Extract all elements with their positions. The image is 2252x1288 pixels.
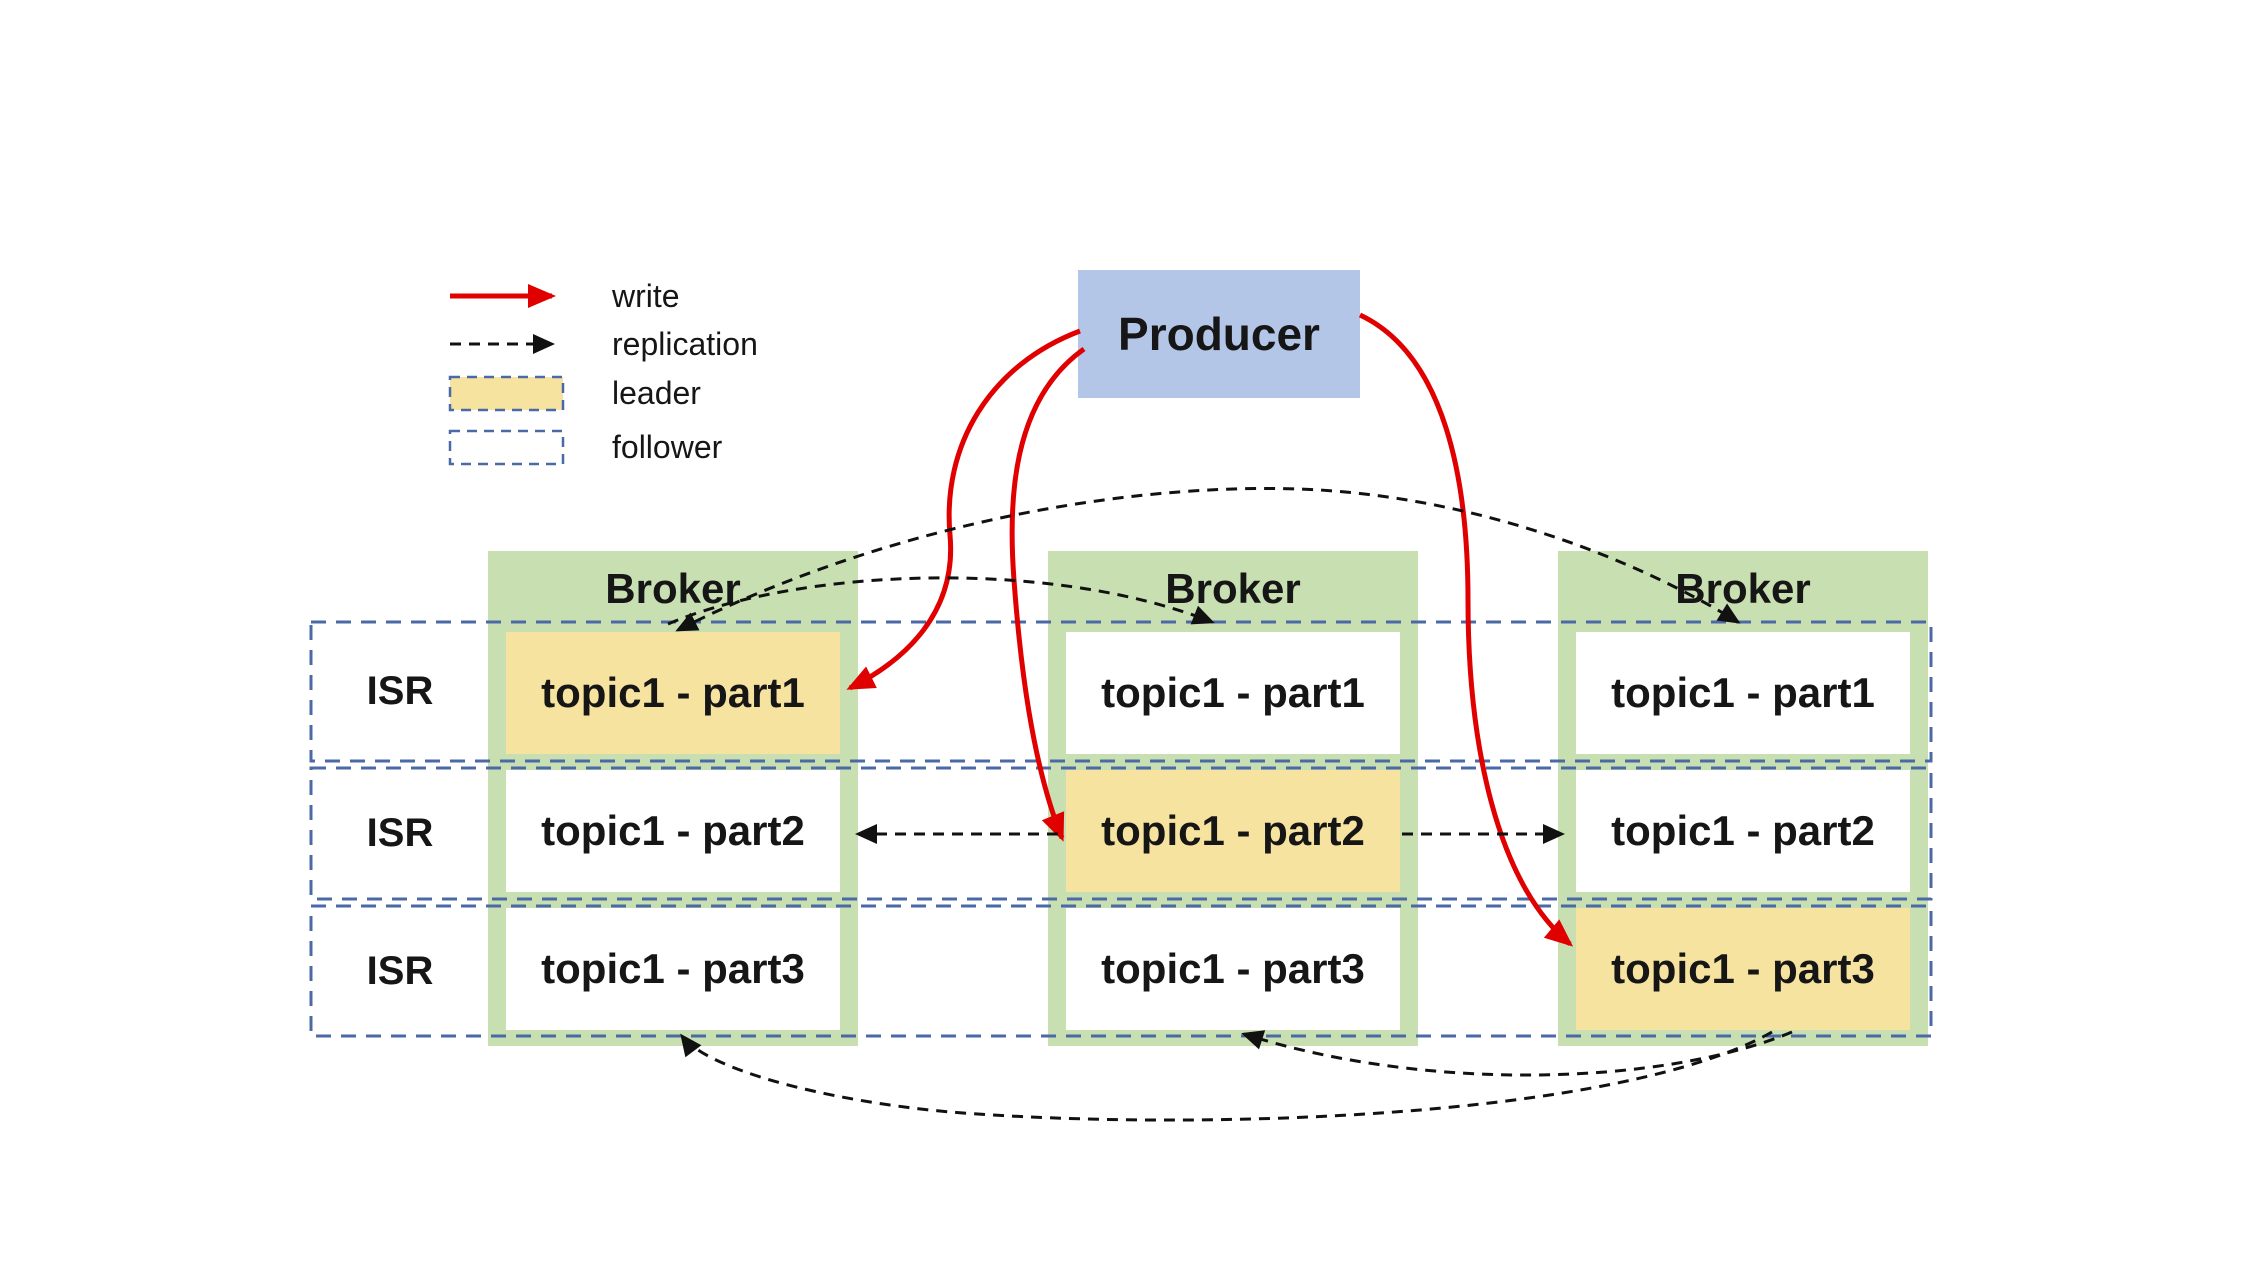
broker-1-title: Broker <box>605 565 741 612</box>
broker3-topic1-part1: topic1 - part1 <box>1576 632 1910 754</box>
broker-2-title: Broker <box>1165 565 1301 612</box>
broker3-topic1-part3: topic1 - part3 <box>1576 908 1910 1030</box>
isr-label-row1: ISR <box>366 669 434 713</box>
isr-label-row2: ISR <box>366 811 434 855</box>
broker3-topic1-part2: topic1 - part2 <box>1576 770 1910 892</box>
legend-label-leader: leader <box>612 375 701 411</box>
legend-follower-swatch <box>448 429 565 466</box>
broker-3-title: Broker <box>1675 565 1811 612</box>
broker1-topic1-part2: topic1 - part2 <box>506 770 840 892</box>
producer-box: Producer <box>1078 270 1360 398</box>
legend-label-follower: follower <box>612 429 723 465</box>
legend-label-replication: replication <box>612 326 758 362</box>
broker1-topic1-part3: topic1 - part3 <box>506 908 840 1030</box>
broker2-topic1-part1: topic1 - part1 <box>1066 632 1400 754</box>
broker2-topic1-part2: topic1 - part2 <box>1066 770 1400 892</box>
write-arrow-producer-to-broker1-part1 <box>846 328 1081 691</box>
broker1-topic1-part1: topic1 - part1 <box>506 632 840 754</box>
legend-label-write: write <box>612 278 680 314</box>
legend-leader-swatch <box>448 375 565 412</box>
broker2-topic1-part3: topic1 - part3 <box>1066 908 1400 1030</box>
isr-label-row3: ISR <box>366 949 434 993</box>
